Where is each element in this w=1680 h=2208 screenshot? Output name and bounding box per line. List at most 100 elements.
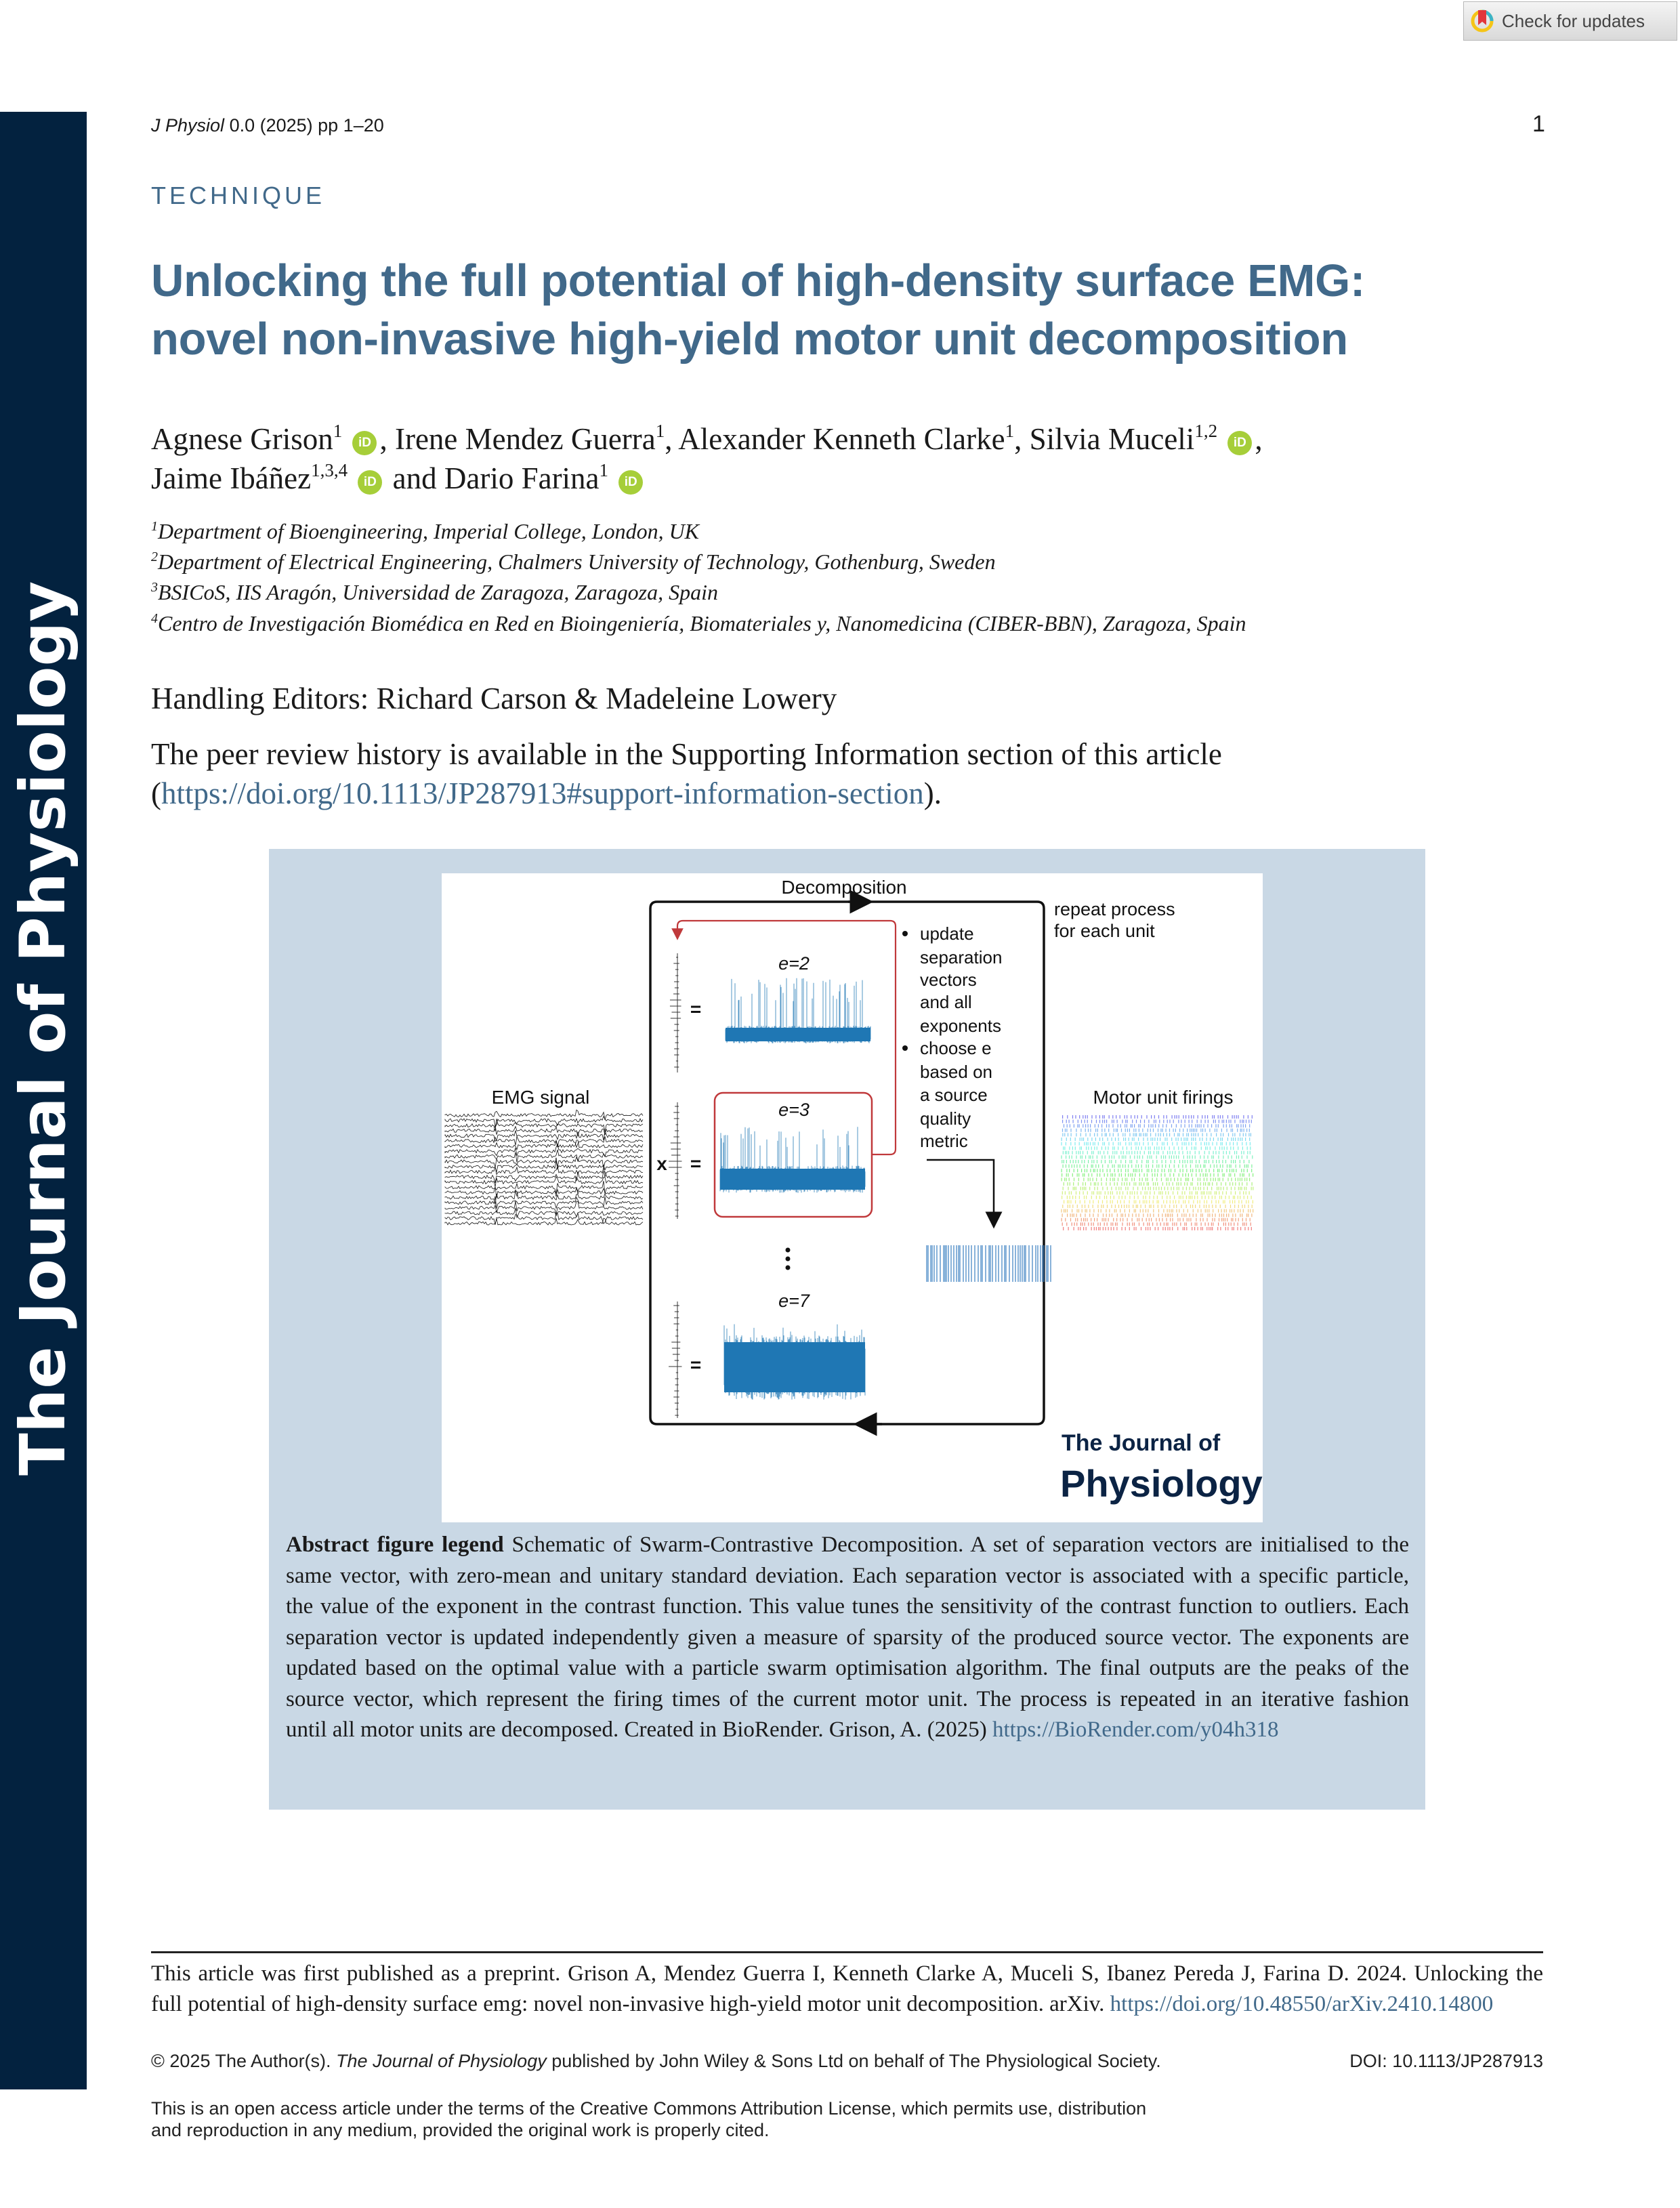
bullet-text: separation xyxy=(920,947,1002,967)
motor-unit-firings-label: Motor unit firings xyxy=(1093,1087,1234,1108)
exponent-label-e2: e=2 xyxy=(778,953,810,974)
authors-line-1: Agnese Grison1 iD, Irene Mendez Guerra1,… xyxy=(151,421,1263,457)
copyright-prefix: © 2025 The Author(s). xyxy=(151,2051,337,2071)
source-signal-e7-band xyxy=(724,1342,865,1392)
author-name: Dario Farina xyxy=(444,461,600,495)
motor-unit-spike-row xyxy=(1062,1150,1251,1154)
emg-channel-trace xyxy=(444,1180,644,1194)
ellipsis-dot xyxy=(785,1265,791,1270)
preprint-link[interactable]: https://doi.org/10.48550/arXiv.2410.1480… xyxy=(1110,1992,1494,2016)
emg-channel-trace xyxy=(444,1201,644,1215)
peer-review-text: The peer review history is available in … xyxy=(151,737,1222,771)
copyright-suffix: published by John Wiley & Sons Ltd on be… xyxy=(546,2051,1161,2071)
legend-line: Abstract figure legend Schematic of Swar… xyxy=(286,1533,1409,1558)
ellipsis-dot xyxy=(785,1256,791,1262)
emg-channel-trace xyxy=(444,1135,644,1148)
check-for-updates-button[interactable]: Check for updates xyxy=(1463,1,1677,41)
journal-logo-line-2: Physiology xyxy=(1060,1462,1263,1505)
affiliation-text: Centro de Investigación Biomédica en Red… xyxy=(158,611,1246,636)
orcid-icon[interactable]: iD xyxy=(1227,431,1253,455)
author-separator: , xyxy=(1014,422,1030,456)
emg-channel-trace xyxy=(444,1165,644,1178)
legend-text: until all motor units are decomposed. Cr… xyxy=(286,1717,992,1742)
legend-line: the value of the exponent in the contras… xyxy=(286,1594,1409,1619)
affiliation-text: BSICoS, IIS Aragón, Universidad de Zarag… xyxy=(158,580,718,604)
unit-firing-train xyxy=(926,1245,1051,1282)
motor-unit-spike-row xyxy=(1061,1178,1251,1182)
equals-sign-e7: = xyxy=(690,1354,701,1375)
motor-unit-spike-row xyxy=(1063,1227,1252,1230)
preprint-note-line-1: This article was first published as a pr… xyxy=(151,1961,1543,1986)
author-name: Agnese Grison xyxy=(151,422,333,456)
bullet-text: choose e xyxy=(920,1038,992,1058)
emg-channel-trace xyxy=(444,1157,644,1169)
abstract-figure: Decomposition repeat process for each un… xyxy=(442,873,1263,1522)
emg-channel-trace xyxy=(444,1207,644,1219)
emg-channel-trace xyxy=(444,1186,644,1198)
article-type: TECHNIQUE xyxy=(151,182,326,209)
bullet-text: and all xyxy=(920,992,972,1012)
motor-unit-spike-row xyxy=(1063,1146,1251,1150)
decomposition-label: Decomposition xyxy=(781,877,906,898)
decomposition-diagram: Decomposition repeat process for each un… xyxy=(444,877,1263,1505)
legend-text: source vector, which represent the firin… xyxy=(286,1686,1409,1711)
journal-logo-line-1: The Journal of xyxy=(1062,1430,1221,1456)
equals-sign-e3: = xyxy=(690,1153,701,1174)
source-signal-e3-band xyxy=(720,1169,865,1190)
doi: DOI: 10.1113/JP287913 xyxy=(1349,2051,1543,2071)
motor-unit-spike-row xyxy=(1061,1138,1251,1141)
motor-unit-spike-row xyxy=(1062,1191,1250,1195)
affiliation: 1Department of Bioengineering, Imperial … xyxy=(151,519,699,544)
crossmark-icon xyxy=(1471,9,1494,33)
legend-text: the value of the exponent in the contras… xyxy=(286,1594,1409,1619)
motor-unit-spike-row xyxy=(1061,1217,1251,1222)
emg-channel-trace xyxy=(444,1144,644,1158)
peer-review-link[interactable]: https://doi.org/10.1113/JP287913#support… xyxy=(161,776,924,810)
separation-vector-axis xyxy=(669,1102,682,1219)
orcid-icon[interactable]: iD xyxy=(618,470,644,495)
bullet-icon xyxy=(902,931,908,936)
authors-line-2: Jaime Ibáñez1,3,4 iD and Dario Farina1 i… xyxy=(151,461,646,496)
author: Jaime Ibáñez1,3,4 iD xyxy=(151,461,385,495)
author: Alexander Kenneth Clarke1 xyxy=(678,421,1015,457)
motor-unit-spike-row xyxy=(1062,1186,1254,1190)
emg-channel-trace xyxy=(444,1124,644,1138)
motor-unit-spike-row xyxy=(1062,1119,1252,1123)
repeat-label-line-2: for each unit xyxy=(1054,921,1155,941)
article-title-line-2: novel non-invasive high-yield motor unit… xyxy=(151,314,1348,364)
emg-signal-label: EMG signal xyxy=(492,1087,590,1108)
author: Irene Mendez Guerra1 xyxy=(394,421,665,457)
biorender-link[interactable]: https://BioRender.com/y04h318 xyxy=(992,1717,1279,1742)
paren-open: ( xyxy=(151,776,161,810)
legend-line: separation vector is updated independent… xyxy=(286,1625,1409,1650)
author-affiliation-ref: 1 xyxy=(333,421,343,441)
bullet-text: vectors xyxy=(920,970,977,990)
motor-unit-spike-row xyxy=(1061,1155,1253,1159)
bullet-text: exponents xyxy=(920,1016,1001,1036)
journal-sidebar xyxy=(0,112,87,2089)
orcid-icon[interactable]: iD xyxy=(352,431,377,455)
author-name: Irene Mendez Guerra xyxy=(394,422,656,456)
legend-text: Schematic of Swarm-Contrastive Decomposi… xyxy=(503,1533,1409,1557)
legend-text: same vector, with zero-mean and unitary … xyxy=(286,1563,1409,1588)
orcid-icon[interactable]: iD xyxy=(358,470,383,495)
author-separator: , xyxy=(665,422,679,456)
author-name: Alexander Kenneth Clarke xyxy=(678,422,1005,456)
motor-unit-spike-row xyxy=(1061,1142,1251,1146)
motor-unit-spike-row xyxy=(1062,1195,1252,1199)
author-affiliation-ref: 1 xyxy=(655,421,665,441)
author-name: Jaime Ibáñez xyxy=(151,461,312,495)
affiliation-number: 4 xyxy=(151,611,158,626)
motor-unit-spike-row xyxy=(1064,1200,1253,1204)
running-header: J Physiol 0.0 (2025) pp 1–20 xyxy=(151,115,384,136)
preprint-note-line-2: full potential of high-density surface e… xyxy=(151,1992,1493,2017)
author: Silvia Muceli1,2 iD xyxy=(1030,422,1255,456)
affiliation: 4Centro de Investigación Biomédica en Re… xyxy=(151,611,1246,636)
author: Agnese Grison1 iD xyxy=(151,422,379,456)
affiliation-number: 3 xyxy=(151,580,158,595)
emg-channel-trace xyxy=(444,1175,644,1187)
motor-unit-spike-row xyxy=(1062,1160,1250,1163)
author-affiliation-ref: 1 xyxy=(1005,421,1015,441)
motor-unit-spike-row xyxy=(1062,1133,1251,1137)
author-name: Silvia Muceli xyxy=(1029,422,1195,456)
